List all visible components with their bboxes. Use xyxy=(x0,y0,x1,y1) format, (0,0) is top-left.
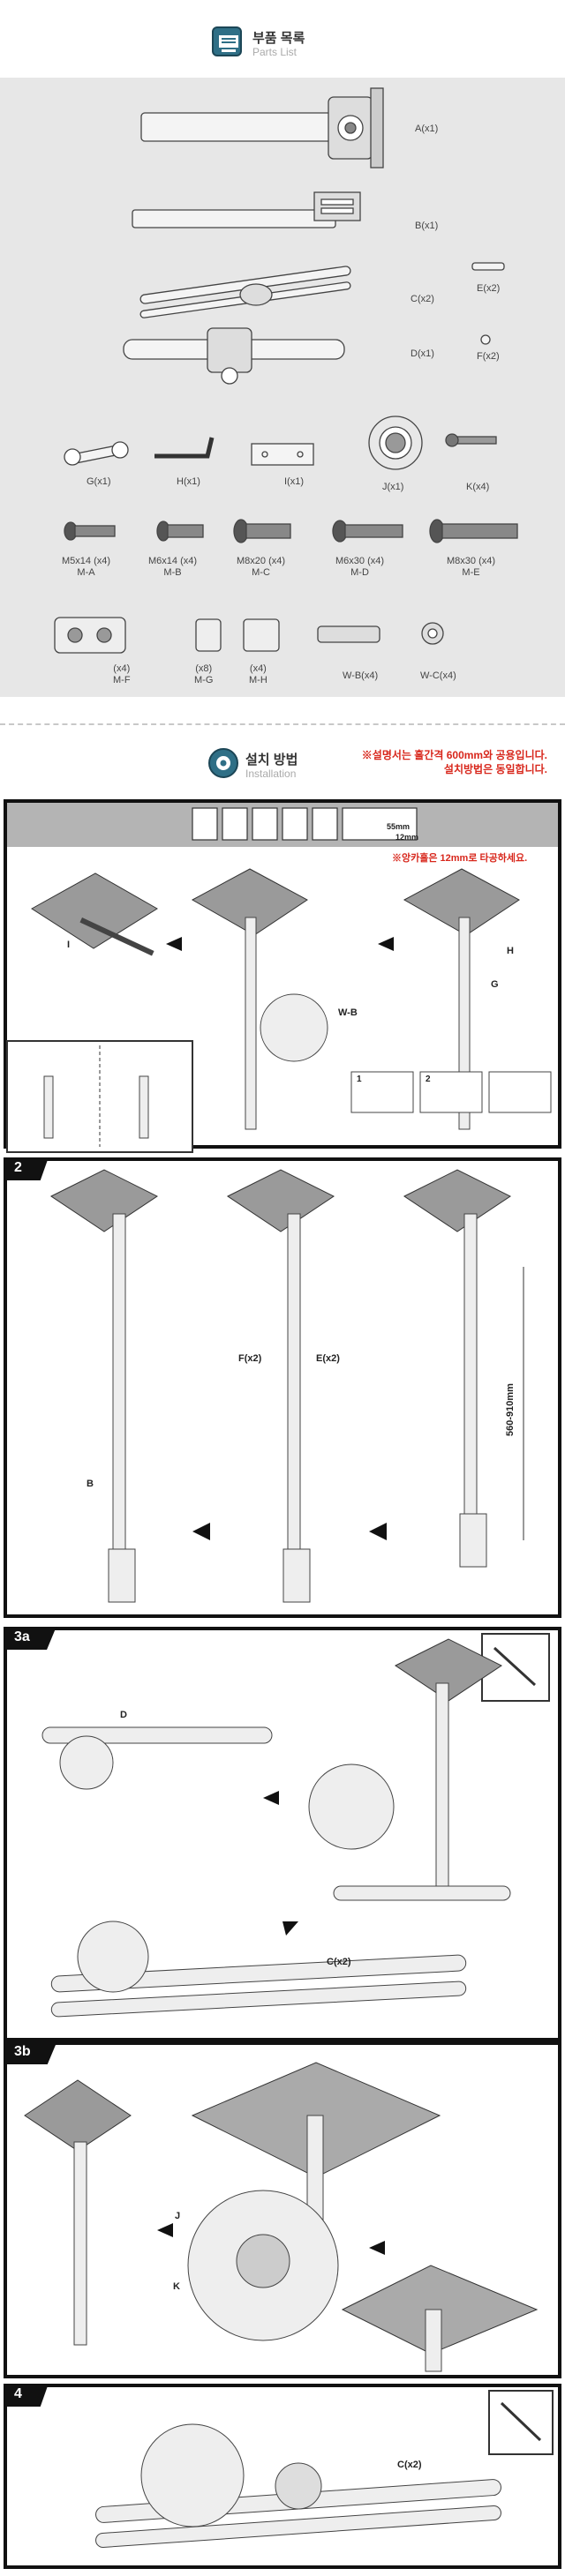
parts-title-en: Parts List xyxy=(252,46,298,58)
label-bolt-me: M8x30 (x4)M-E xyxy=(447,556,496,578)
step-3b-panel: 3b J K xyxy=(4,2041,561,2378)
part-c-clamp xyxy=(239,283,273,306)
label-part-wc: W-C(x4) xyxy=(420,670,456,681)
step-3a-label-d: D xyxy=(120,1710,127,1720)
part-e-pin xyxy=(471,262,505,271)
step-3b-label-k: K xyxy=(173,2281,180,2292)
label-part-j: J(x1) xyxy=(382,482,404,492)
label-part-d: D(x1) xyxy=(411,348,434,359)
label-part-mf: (x4)M-F xyxy=(113,663,131,685)
gear-icon xyxy=(208,748,238,778)
dim-12mm: 12mm xyxy=(396,833,419,842)
section-divider xyxy=(0,723,565,725)
step-2-label-f: F(x2) xyxy=(238,1353,262,1364)
label-part-c: C(x2) xyxy=(411,294,434,304)
step-2-drawing xyxy=(50,1169,524,1603)
part-b-tube xyxy=(132,209,336,228)
part-b-clamp xyxy=(313,191,361,221)
step-1-note: ※앙카홀은 12mm로 타공하세요. xyxy=(392,853,528,864)
step-2-panel: 2 F(x2) E(x2) B 560-910mm xyxy=(4,1157,561,1618)
step-1-panel: 1 55mm 12mm ※앙카홀은 12mm로 타공하세요. I W-B H G… xyxy=(4,799,561,1153)
step-3a-label-c: C(x2) xyxy=(327,1957,351,1967)
step-2-label-e: E(x2) xyxy=(316,1353,340,1364)
label-part-mg: (x8)M-G xyxy=(194,663,214,685)
step-2-label-b: B xyxy=(87,1479,94,1489)
install-note: ※설명서는 흘간격 600mm와 공용입니다. 설치방법은 동일합니다. xyxy=(361,749,547,775)
part-mh-spacer xyxy=(243,618,280,652)
label-bolt-ma: M5x14 (x4)M-A xyxy=(62,556,111,578)
label-bolt-mb: M6x14 (x4)M-B xyxy=(148,556,198,578)
step-3a-panel: 3a D C(x2) xyxy=(4,1627,561,2041)
part-mf-pad xyxy=(54,617,126,654)
parts-title-kr: 부품 목록 xyxy=(252,31,305,46)
step-4-label-c: C(x2) xyxy=(397,2460,422,2470)
parts-panel xyxy=(0,78,565,697)
parts-box-icon xyxy=(212,26,242,56)
label-bolt-md: M6x30 (x4)M-D xyxy=(335,556,385,578)
bolts-row xyxy=(64,519,518,543)
step-2-range: 560-910mm xyxy=(504,1383,516,1436)
part-mg-spacer xyxy=(195,618,222,652)
install-title-kr: 설치 방법 xyxy=(245,753,298,768)
label-part-a: A(x1) xyxy=(415,124,439,134)
ceiling-plate xyxy=(31,872,158,949)
step-1-sub-1: 1 xyxy=(357,1075,362,1084)
step-3a-tag: 3a xyxy=(4,1627,56,1650)
label-part-e: E(x2) xyxy=(477,283,501,294)
step-1-label-i: I xyxy=(67,940,71,950)
label-part-f: F(x2) xyxy=(477,351,500,362)
part-a-arm xyxy=(140,112,341,142)
part-wb-anchor xyxy=(317,625,380,643)
step-4-panel: 4 C(x2) xyxy=(4,2384,561,2569)
label-part-i: I(x1) xyxy=(284,476,304,487)
part-i-plate xyxy=(251,443,314,466)
part-f-cap xyxy=(480,334,491,345)
label-part-b: B(x1) xyxy=(415,221,439,231)
part-d-clamp xyxy=(207,327,252,373)
step-1-label-wb: W-B xyxy=(338,1007,358,1018)
step-1-drawing xyxy=(6,803,558,1153)
step-4-drawing xyxy=(95,2390,554,2548)
label-part-mh: (x4)M-H xyxy=(249,663,267,685)
label-bolt-mc: M8x20 (x4)M-C xyxy=(237,556,286,578)
label-part-g: G(x1) xyxy=(87,476,111,487)
label-part-h: H(x1) xyxy=(177,476,200,487)
step-2-tag: 2 xyxy=(4,1157,49,1180)
part-h-hexkey xyxy=(154,437,215,459)
label-part-k: K(x4) xyxy=(466,482,490,492)
step-1-label-h: H xyxy=(507,946,514,956)
part-a-plate xyxy=(370,87,384,168)
step-1-label-g: G xyxy=(491,979,499,990)
step-3b-tag: 3b xyxy=(4,2041,57,2064)
step-3b-drawing xyxy=(24,2062,539,2372)
step-3a-drawing xyxy=(41,1633,550,2018)
install-title-en: Installation xyxy=(245,768,297,780)
step-3b-label-j: J xyxy=(175,2211,181,2221)
step-4-tag: 4 xyxy=(4,2384,49,2407)
label-part-wb: W-B(x4) xyxy=(343,670,379,681)
step-1-sub-2: 2 xyxy=(426,1075,431,1084)
parts-drawings xyxy=(54,87,518,654)
dim-55mm: 55mm xyxy=(387,822,411,831)
